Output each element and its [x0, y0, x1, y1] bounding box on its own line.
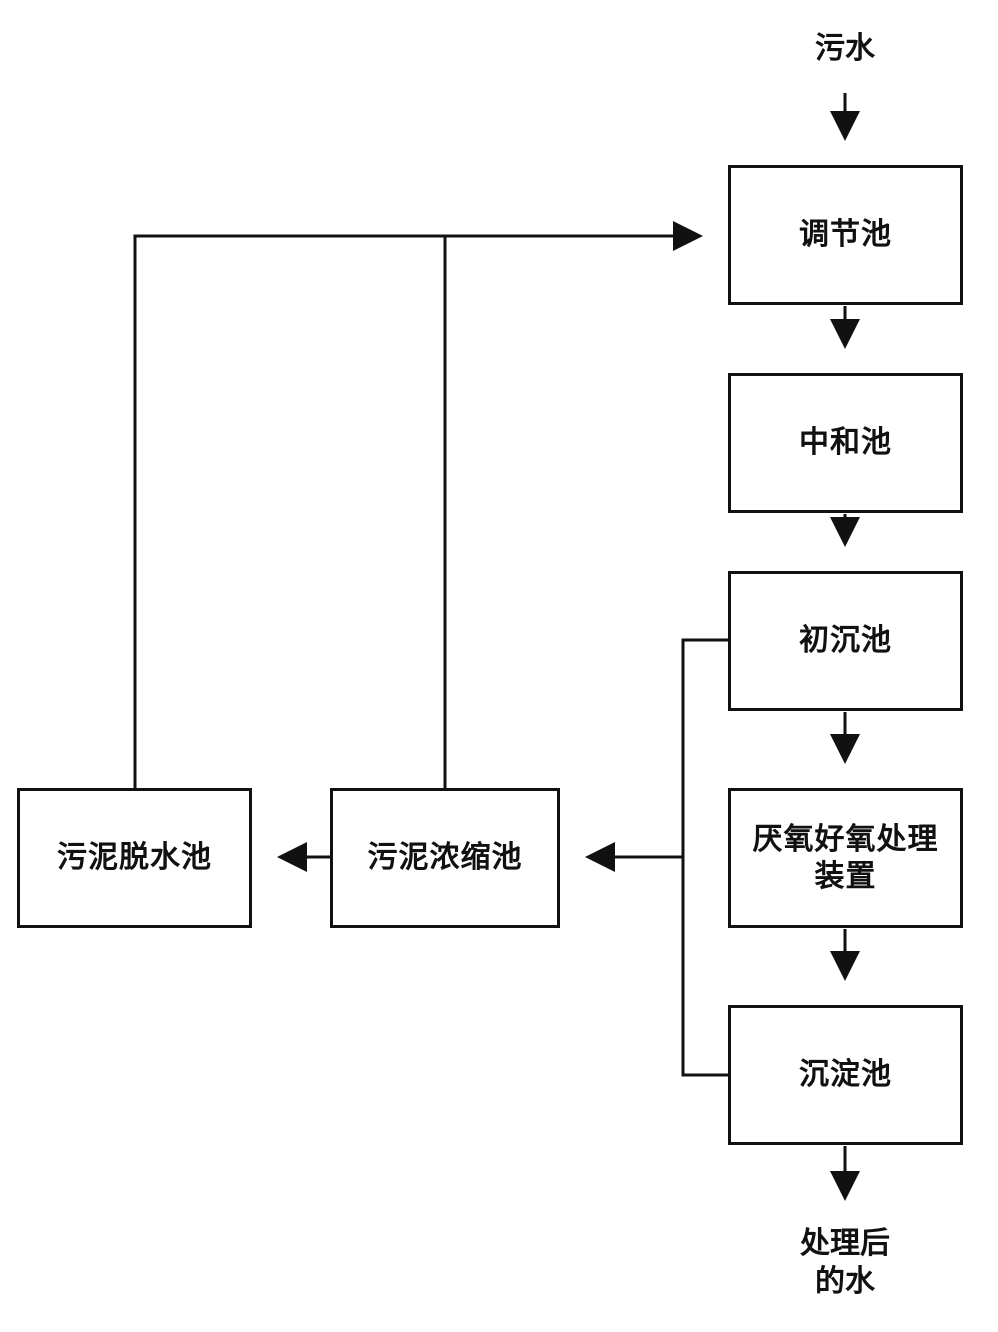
node-chendian-label: 沉淀池 [799, 1057, 892, 1093]
node-zhonghe-box: 中和池 [728, 373, 963, 513]
node-chendian-box: 沉淀池 [728, 1005, 963, 1145]
output-label: 处理后 的水 [800, 1226, 890, 1299]
node-nongsuo-box: 污泥浓缩池 [330, 788, 560, 928]
input-label: 污水 [815, 31, 875, 66]
node-yanyang-label: 厌氧好氧处理 装置 [752, 821, 939, 895]
node-tuoshui-box: 污泥脱水池 [17, 788, 252, 928]
line-chuchen-sludge [681, 638, 728, 1077]
node-chuchen-label: 初沉池 [799, 623, 892, 659]
node-tiaojie-box: 调节池 [728, 165, 963, 305]
node-yanyang-box: 厌氧好氧处理 装置 [728, 788, 963, 928]
node-tuoshui-label: 污泥脱水池 [57, 840, 212, 876]
node-chuchen-box: 初沉池 [728, 571, 963, 711]
node-nongsuo-label: 污泥浓缩池 [367, 840, 523, 876]
node-tiaojie-label: 调节池 [799, 217, 892, 253]
node-zhonghe-label: 中和池 [799, 425, 892, 461]
line-tuoshui-return [133, 221, 703, 788]
